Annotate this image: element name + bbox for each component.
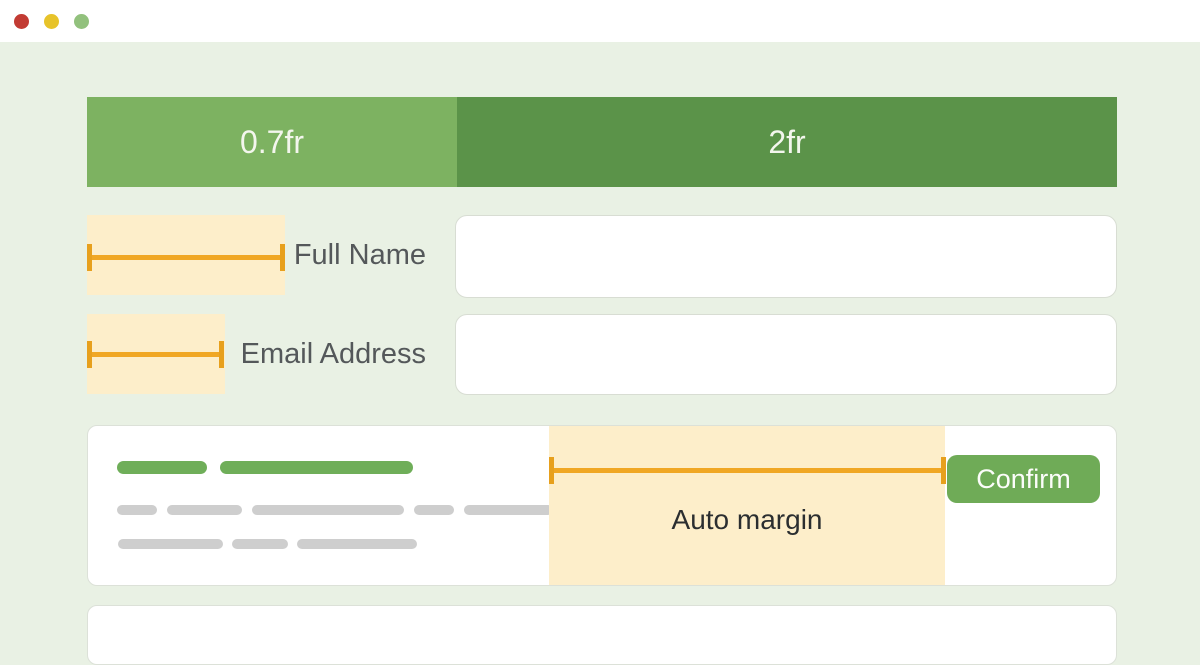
email-address-label: Email Address — [87, 314, 426, 394]
skeleton-bar — [414, 505, 454, 515]
zoom-button[interactable] — [74, 13, 89, 29]
auto-margin-highlight — [549, 426, 945, 585]
email-address-label-text: Email Address — [240, 337, 426, 370]
skeleton-bar — [297, 539, 417, 549]
skeleton-text-row-1 — [117, 505, 553, 515]
skeleton-bar — [252, 505, 404, 515]
confirm-button-label: Confirm — [976, 463, 1071, 494]
grid-track-header: 0.7fr 2fr — [87, 97, 1117, 187]
footer-card: Auto margin Confirm — [87, 425, 1117, 586]
auto-margin-annotation: Auto margin — [671, 504, 823, 535]
skeleton-bar — [167, 505, 242, 515]
confirm-button[interactable]: Confirm — [947, 455, 1100, 503]
email-address-input[interactable] — [455, 314, 1117, 395]
window-titlebar — [0, 0, 1200, 42]
full-name-input[interactable] — [455, 215, 1117, 298]
measure-line-full-name — [87, 244, 285, 271]
full-name-label-text: Full Name — [293, 238, 426, 271]
close-button[interactable] — [14, 13, 29, 29]
skeleton-bar — [117, 461, 207, 474]
minimize-button[interactable] — [44, 13, 59, 29]
skeleton-bar — [232, 539, 288, 549]
full-name-label: Full Name — [87, 215, 426, 295]
measure-line-email — [87, 341, 224, 368]
skeleton-text-row-2 — [118, 539, 417, 549]
skeleton-bar — [464, 505, 553, 515]
grid-track-2fr: 2fr — [457, 97, 1117, 187]
measure-line-auto-margin — [549, 457, 946, 484]
next-card-partial — [87, 605, 1117, 665]
skeleton-bar — [117, 505, 157, 515]
grid-track-2fr-label: 2fr — [768, 123, 806, 160]
skeleton-title-row — [117, 461, 413, 474]
grid-track-0-7fr-label: 0.7fr — [239, 123, 305, 160]
skeleton-bar — [220, 461, 413, 474]
skeleton-bar — [118, 539, 223, 549]
grid-track-0-7fr: 0.7fr — [87, 97, 457, 187]
